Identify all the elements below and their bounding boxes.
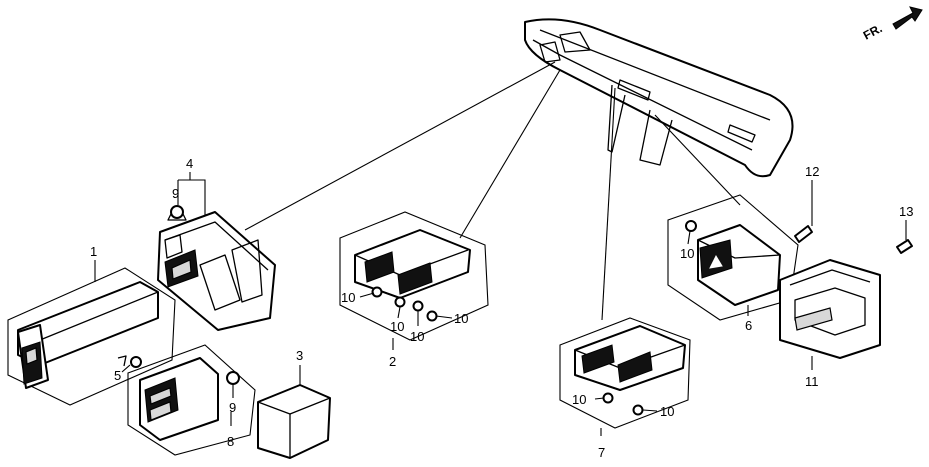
part-8-switch [127,344,256,456]
part-6-hazard-switch [667,194,799,321]
part-5-screw [117,355,142,368]
hazard-triangle-icon [709,254,723,269]
callout-7: 7 [598,445,605,460]
callout-9-a: 9 [172,186,179,201]
callout-11: 11 [805,374,819,389]
part-12-bolt [794,225,813,243]
callout-6: 6 [745,318,752,333]
part-10-screw-hazard [685,220,697,232]
callout-labels: 1 2 3 4 5 6 7 8 9 9 10 10 10 10 10 10 10… [90,156,913,460]
part-13-bolt [896,239,913,254]
fr-label: FR. [861,21,885,42]
part-2-switch-assembly [339,211,489,341]
callout-10-d: 10 [454,311,468,326]
callout-5: 5 [114,368,121,383]
part-4-switch-bezel [157,211,276,331]
callout-10-a: 10 [341,290,355,305]
callout-9-b: 9 [229,400,236,415]
part-3-blank-switch [257,384,331,459]
callout-12: 12 [805,164,819,179]
callout-13: 13 [899,204,913,219]
callout-10-g: 10 [680,246,694,261]
callout-1: 1 [90,244,97,259]
callout-10-c: 10 [410,329,424,344]
dashboard [524,18,794,178]
part-7-switch-assembly [559,317,691,429]
part-11-holder [779,259,881,359]
part-9-screw-b [226,371,240,385]
part-7-screws [602,392,644,416]
callout-10-e: 10 [572,392,586,407]
callout-8: 8 [227,434,234,449]
callout-10-b: 10 [390,319,404,334]
front-direction-indicator: FR. [861,6,923,43]
callout-4: 4 [186,156,193,171]
leader-lines [94,61,907,436]
part-9-screw-a [167,205,187,221]
callout-10-f: 10 [660,404,674,419]
part-1-switch-panel [7,267,176,406]
callout-2: 2 [389,354,396,369]
front-arrow-icon [892,6,923,30]
callout-3: 3 [296,348,303,363]
